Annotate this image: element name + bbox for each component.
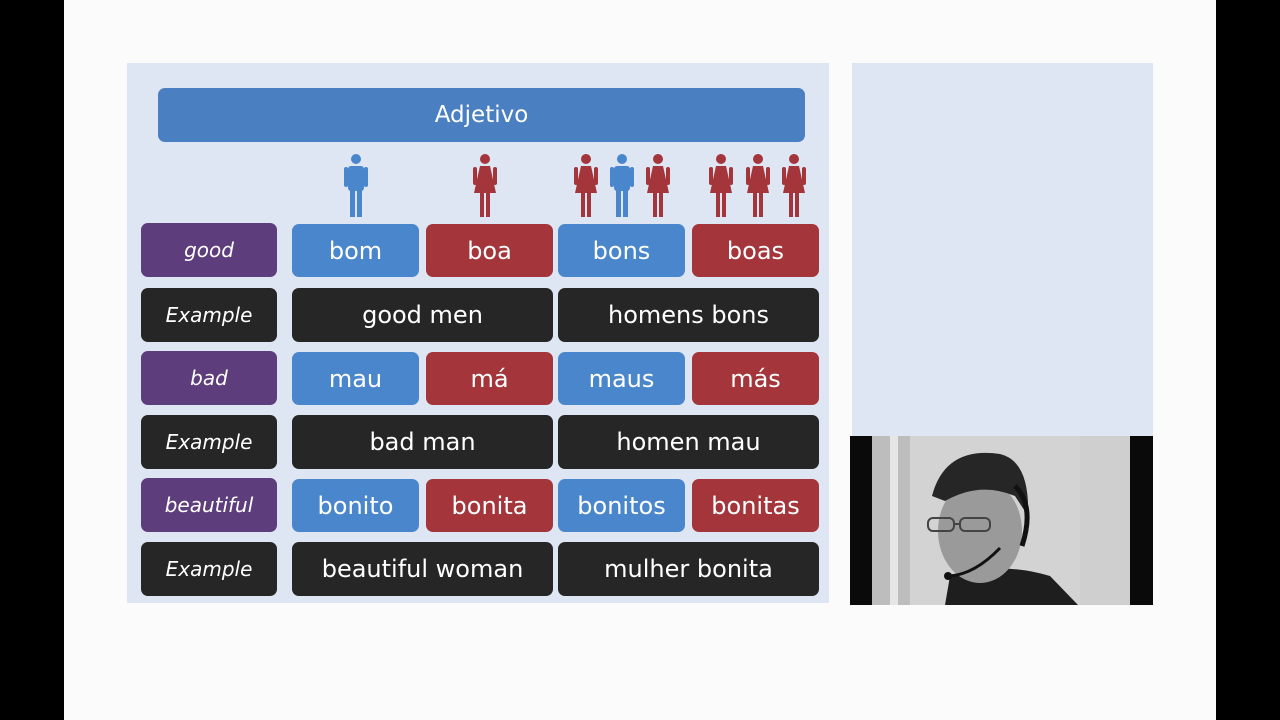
row-label-example: Example <box>141 542 277 596</box>
cell-fem-singular: bonita <box>426 479 553 532</box>
cell-masc-singular: mau <box>292 352 419 405</box>
cell-fem-plural: boas <box>692 224 819 277</box>
row-label-example: Example <box>141 415 277 469</box>
woman-figure-icon <box>709 154 733 217</box>
man-figure-icon <box>344 154 368 217</box>
example-english: good men <box>292 288 553 342</box>
side-panel <box>852 63 1153 436</box>
example-english: beautiful woman <box>292 542 553 596</box>
example-portuguese: homen mau <box>558 415 819 469</box>
webcam-video <box>850 436 1153 605</box>
cell-fem-singular: boa <box>426 224 553 277</box>
cell-masc-singular: bom <box>292 224 419 277</box>
example-portuguese: mulher bonita <box>558 542 819 596</box>
example-portuguese: homens bons <box>558 288 819 342</box>
woman-figure-icon <box>574 154 598 217</box>
row-label-example: Example <box>141 288 277 342</box>
slide-title: Adjetivo <box>158 88 805 142</box>
cell-masc-plural: bonitos <box>558 479 685 532</box>
woman-figure-icon <box>646 154 670 217</box>
cell-fem-plural: más <box>692 352 819 405</box>
webcam-presenter-image <box>872 436 1130 605</box>
cell-masc-plural: bons <box>558 224 685 277</box>
woman-figure-icon <box>782 154 806 217</box>
woman-figure-icon <box>746 154 770 217</box>
cell-fem-plural: bonitas <box>692 479 819 532</box>
woman-figure-icon <box>473 154 497 217</box>
cell-masc-singular: bonito <box>292 479 419 532</box>
man-figure-icon <box>610 154 634 217</box>
row-label-good: good <box>141 223 277 277</box>
cell-masc-plural: maus <box>558 352 685 405</box>
example-english: bad man <box>292 415 553 469</box>
row-label-bad: bad <box>141 351 277 405</box>
cell-fem-singular: má <box>426 352 553 405</box>
row-label-beautiful: beautiful <box>141 478 277 532</box>
